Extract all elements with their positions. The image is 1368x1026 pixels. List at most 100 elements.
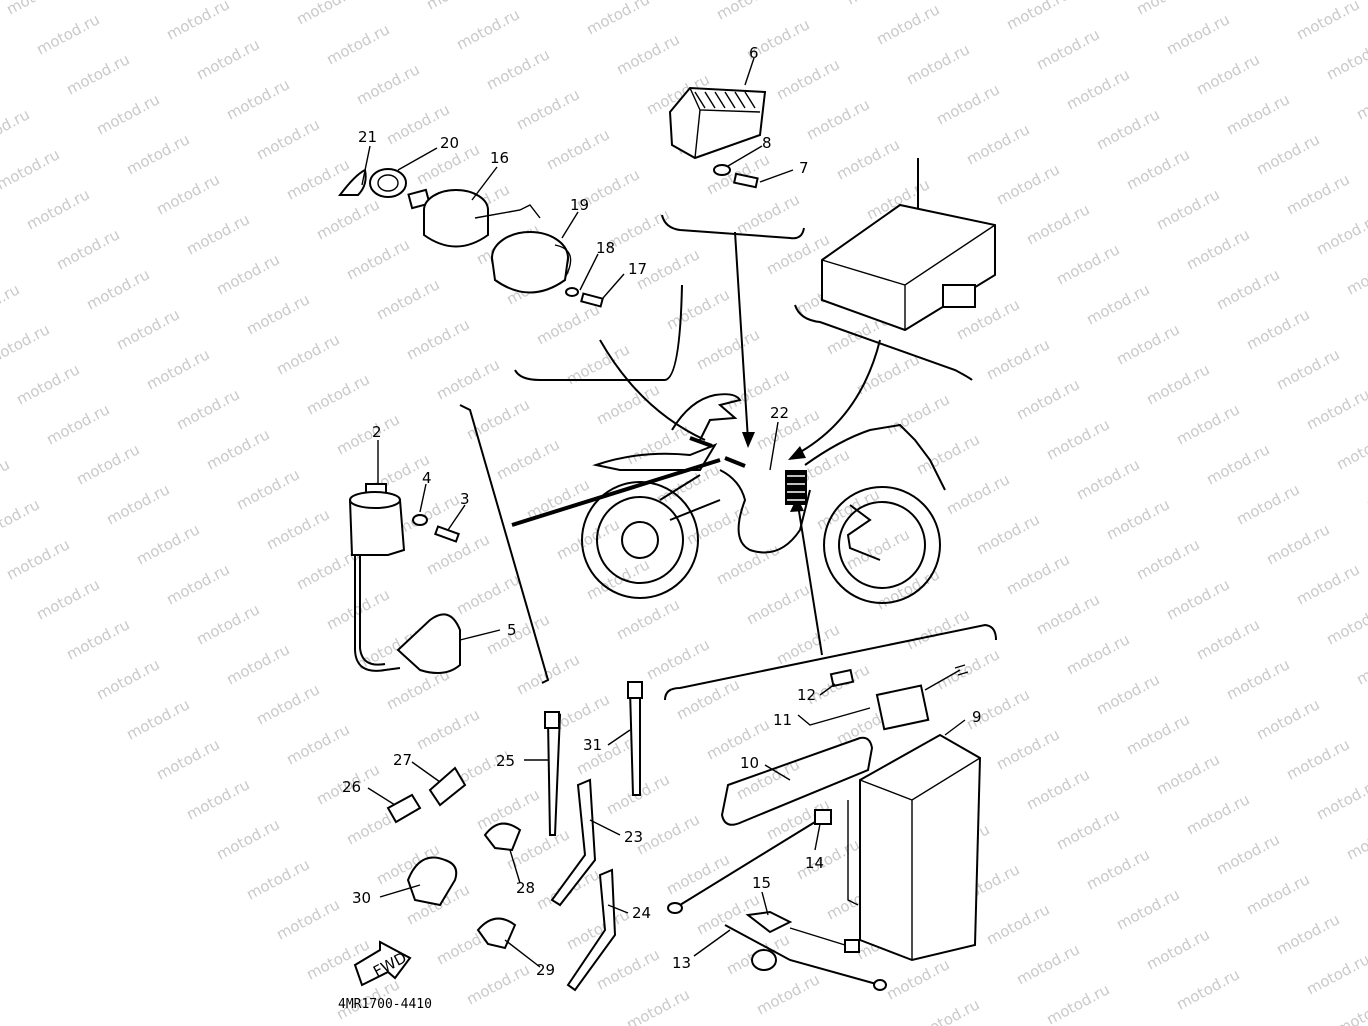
watermark-text: motod.ru — [943, 470, 1012, 518]
watermark-text: motod.ru — [1273, 910, 1342, 958]
watermark-text: motod.ru — [343, 235, 412, 283]
watermark-text: motod.ru — [833, 135, 902, 183]
watermark-text: motod.ru — [1283, 170, 1352, 218]
watermark-text: motod.ru — [663, 285, 732, 333]
watermark-text: motod.ru — [1333, 990, 1368, 1026]
watermark-text: motod.ru — [1093, 670, 1162, 718]
watermark-text: motod.ru — [93, 90, 162, 138]
callout-6: 6 — [749, 44, 759, 62]
watermark-text: motod.ru — [1143, 925, 1212, 973]
callout-30: 30 — [352, 889, 371, 907]
watermark-text: motod.ru — [513, 650, 582, 698]
watermark-text: motod.ru — [193, 600, 262, 648]
watermark-text: motod.ru — [123, 695, 192, 743]
watermark-text: motod.ru — [43, 400, 112, 448]
watermark-text: motod.ru — [583, 0, 652, 39]
watermark-text: motod.ru — [1343, 815, 1368, 863]
watermark-text: motod.ru — [1293, 0, 1362, 44]
watermark-text: motod.ru — [883, 390, 952, 438]
watermark-text: motod.ru — [513, 85, 582, 133]
watermark-text: motod.ru — [1023, 200, 1092, 248]
watermark-text: motod.ru — [593, 945, 662, 993]
callout-17: 17 — [628, 260, 647, 278]
callout-20: 20 — [440, 134, 459, 152]
watermark-text: motod.ru — [733, 190, 802, 238]
watermark-text: motod.ru — [0, 455, 13, 503]
watermark-text: motod.ru — [843, 0, 912, 9]
watermark-text: motod.ru — [1123, 145, 1192, 193]
watermark-text: motod.ru — [813, 485, 882, 533]
watermark-text: motod.ru — [1143, 360, 1212, 408]
watermark-text: motod.ru — [133, 520, 202, 568]
watermark-text: motod.ru — [323, 20, 392, 68]
watermark-text: motod.ru — [453, 5, 522, 53]
watermark-text: motod.ru — [123, 130, 192, 178]
watermark-text: motod.ru — [203, 425, 272, 473]
watermark-text: motod.ru — [1353, 640, 1368, 688]
watermark-text: motod.ru — [873, 0, 942, 48]
watermark-text: motod.ru — [223, 640, 292, 688]
watermark-text: motod.ru — [1113, 320, 1182, 368]
watermark-text: motod.ru — [933, 645, 1002, 693]
callout-16: 16 — [490, 149, 509, 167]
watermark-text: motod.ru — [463, 395, 532, 443]
watermark-text: motod.ru — [1273, 345, 1342, 393]
watermark-text: motod.ru — [413, 705, 482, 753]
watermark-text: motod.ru — [0, 320, 53, 368]
main-switch-assembly — [337, 168, 604, 308]
watermark-text: motod.ru — [13, 360, 82, 408]
battery-assembly — [667, 664, 982, 991]
callout-3: 3 — [460, 490, 470, 508]
watermark-text: motod.ru — [993, 160, 1062, 208]
watermark-text: motod.ru — [153, 170, 222, 218]
callout-24: 24 — [632, 904, 651, 922]
watermark-text: motod.ru — [483, 45, 552, 93]
watermark-text: motod.ru — [463, 960, 532, 1008]
watermark-text: motod.ru — [1293, 560, 1362, 608]
watermark-text: motod.ru — [1003, 550, 1072, 598]
watermark-text: motod.ru — [913, 430, 982, 478]
watermark-text: motod.ru — [903, 40, 972, 88]
watermark-text: motod.ru — [1363, 465, 1368, 513]
watermark-text: motod.ru — [353, 60, 422, 108]
watermark-text: motod.ru — [333, 410, 402, 458]
callout-7: 7 — [799, 159, 809, 177]
callout-labels: 21 20 16 19 18 17 6 8 7 22 2 4 3 5 12 11… — [342, 44, 982, 979]
watermark-text: motod.ru — [1083, 280, 1152, 328]
watermark-text: motod.ru — [323, 585, 392, 633]
watermark-text: motod.ru — [183, 210, 252, 258]
callout-28: 28 — [516, 879, 535, 897]
drawing-code: 4MR1700-4410 — [338, 997, 432, 1012]
watermark-text: motod.ru — [1043, 980, 1112, 1026]
watermark-text: motod.ru — [493, 435, 562, 483]
watermark-text: motod.ru — [263, 505, 332, 553]
watermark-text: motod.ru — [1353, 75, 1368, 123]
watermark-text: motod.ru — [83, 265, 152, 313]
watermark-text: motod.ru — [1073, 455, 1142, 503]
callout-8: 8 — [762, 134, 772, 152]
callout-14: 14 — [805, 854, 824, 872]
watermark-text: motod.ru — [713, 0, 782, 24]
watermark-text: motod.ru — [253, 680, 322, 728]
watermark-text: motod.ru — [113, 305, 182, 353]
watermark-text: motod.ru — [433, 355, 502, 403]
watermark-text: motod.ru — [73, 440, 142, 488]
watermark-text: motod.ru — [453, 570, 522, 618]
watermark-text: motod.ru — [0, 495, 43, 543]
watermark-text: motod.ru — [663, 850, 732, 898]
watermark-text: motod.ru — [213, 815, 282, 863]
watermark-text: motod.ru — [1023, 765, 1092, 813]
watermark-text: motod.ru — [1323, 600, 1368, 648]
watermark-text: motod.ru — [423, 0, 492, 14]
callout-15: 15 — [752, 874, 771, 892]
watermark-text: motod.ru — [403, 315, 472, 363]
watermark-text: motod.ru — [0, 105, 33, 153]
watermark-text: motod.ru — [0, 280, 23, 328]
callout-27: 27 — [393, 751, 412, 769]
watermark-text: motod.ru — [1153, 750, 1222, 798]
watermark-text: motod.ru — [1123, 710, 1192, 758]
watermark-text: motod.ru — [913, 995, 982, 1026]
watermark-text: motod.ru — [1203, 440, 1272, 488]
callout-25: 25 — [496, 752, 515, 770]
watermark-text: motod.ru — [563, 340, 632, 388]
